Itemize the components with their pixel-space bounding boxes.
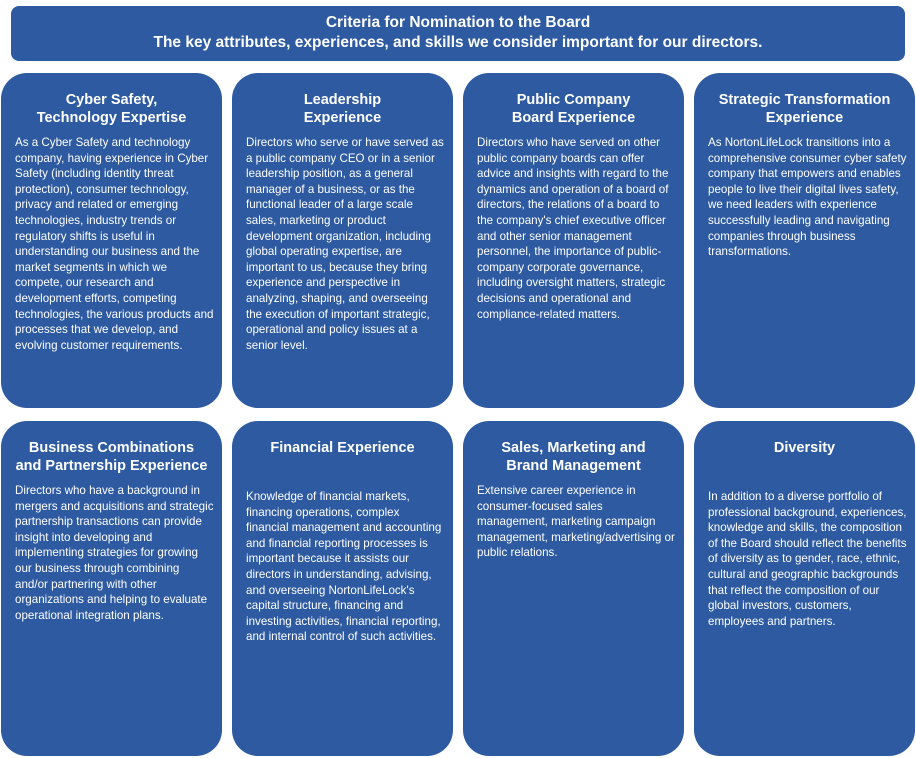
card-public-company-board: Public Company Board Experience Director… [463,73,684,408]
criteria-header: Criteria for Nomination to the Board The… [11,6,905,61]
card-diversity: Diversity In addition to a diverse portf… [694,421,915,756]
card-title: Public Company Board Experience [511,92,636,126]
card-body: Directors who have served on other publi… [477,136,669,321]
card-body: Directors who serve or have served as a … [246,136,444,352]
header-title: Criteria for Nomination to the Board [325,14,591,31]
card-title: Business Combinations and Partnership Ex… [15,440,208,474]
card-body: Knowledge of financial markets, financin… [246,490,442,644]
card-body: As a Cyber Safety and technology company… [15,136,214,352]
card-title: Strategic Transformation Experience [718,92,891,126]
card-body: In addition to a diverse portfolio of pr… [708,490,907,628]
card-strategic-transformation: Strategic Transformation Experience As N… [694,73,915,408]
card-body: As NortonLifeLock transitions into a com… [708,136,907,259]
card-title: Leadership Experience [303,92,382,126]
card-cyber-safety: Cyber Safety, Technology Expertise As a … [1,73,222,408]
card-title: Financial Experience [270,440,415,456]
card-title: Sales, Marketing and Brand Management [501,440,646,474]
card-financial: Financial Experience Knowledge of financ… [232,421,453,756]
card-title: Diversity [773,440,836,456]
card-title: Cyber Safety, Technology Expertise [36,92,187,126]
card-leadership: Leadership Experience Directors who serv… [232,73,453,408]
header-subtitle: The key attributes, experiences, and ski… [153,34,763,51]
card-body: Extensive career experience in consumer-… [477,484,675,560]
card-body: Directors who have a background in merge… [15,484,214,622]
card-business-combinations: Business Combinations and Partnership Ex… [1,421,222,756]
card-sales-marketing: Sales, Marketing and Brand Management Ex… [463,421,684,756]
